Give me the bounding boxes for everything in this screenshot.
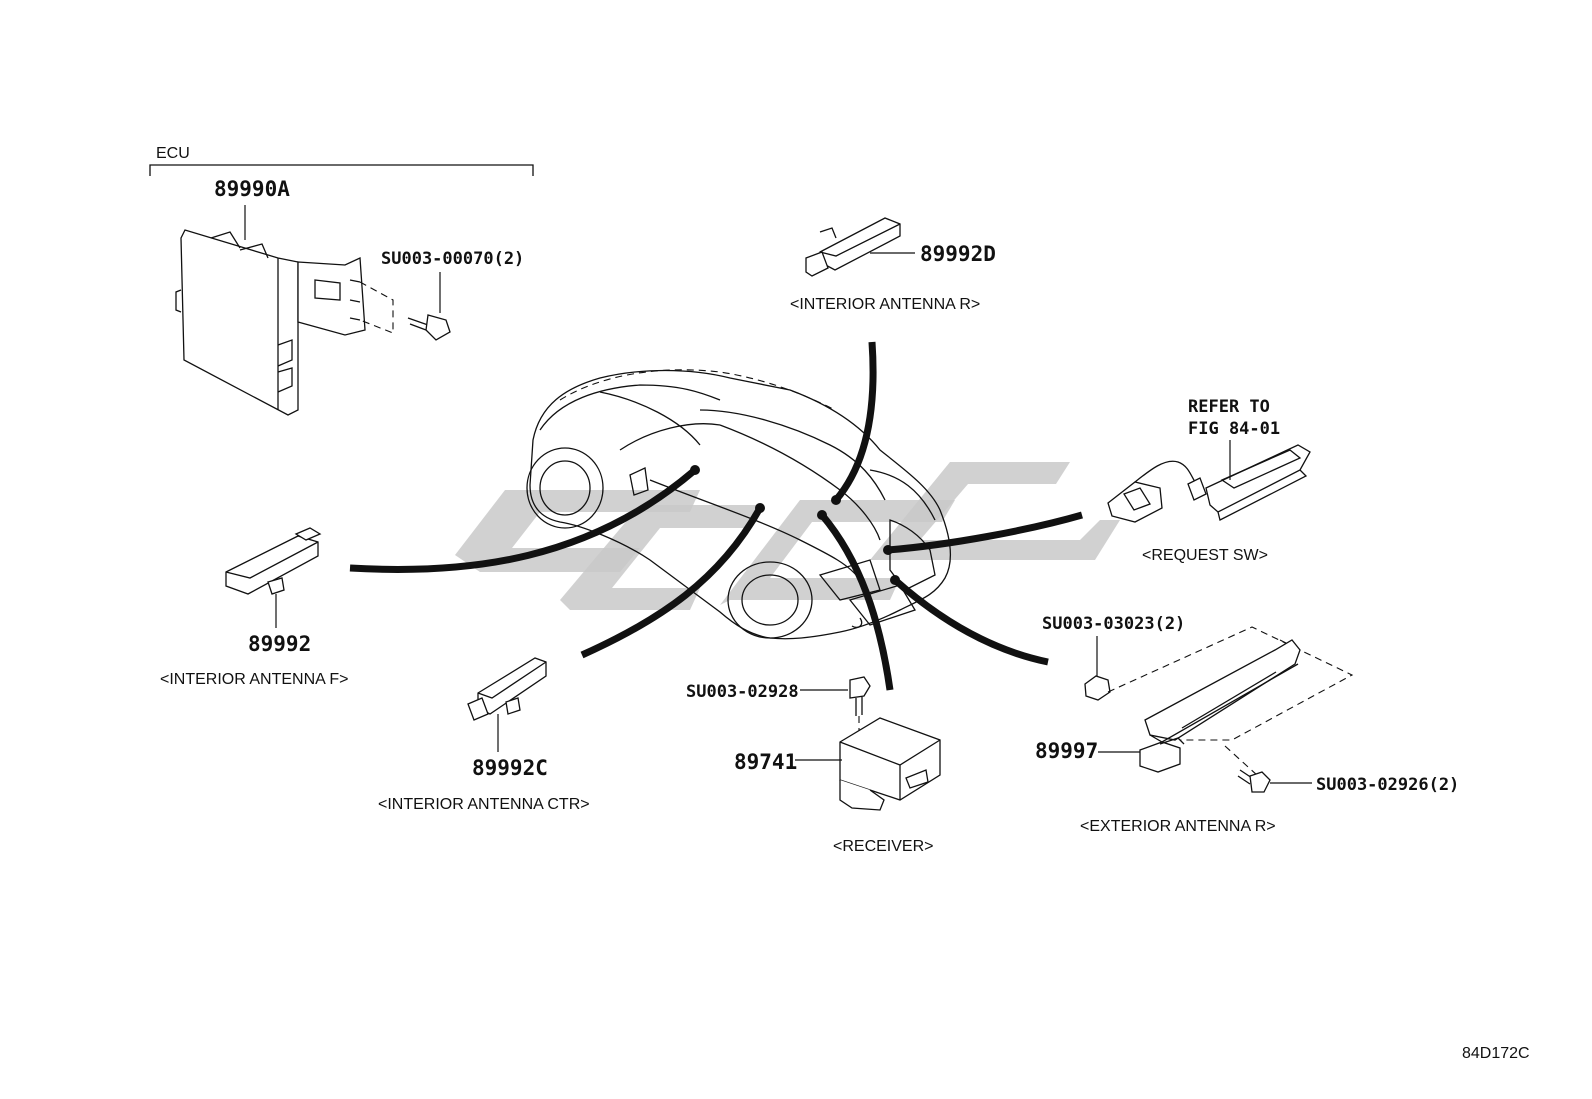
- car-outline: [526, 369, 952, 640]
- ecu-screw: [407, 314, 451, 341]
- antenna-r-part-number: 89992D: [920, 242, 996, 266]
- request-sw-caption: <REQUEST SW>: [1142, 547, 1268, 564]
- figure-code: 84D172C: [1462, 1045, 1530, 1062]
- exterior-antenna-screw-dash: [1224, 745, 1259, 777]
- ecu-group-label: ECU: [156, 145, 190, 162]
- receiver-caption: <RECEIVER>: [833, 838, 933, 855]
- ecu-unit: [175, 229, 366, 416]
- antenna-f-caption: <INTERIOR ANTENNA F>: [160, 671, 348, 688]
- receiver-bolt: [849, 676, 871, 716]
- exterior-antenna-part-number: 89997: [1035, 739, 1098, 763]
- interior-antenna-ctr: [467, 657, 547, 721]
- exterior-antenna-screw-number: SU003-02926(2): [1316, 775, 1459, 795]
- request-sw-unit: [1107, 444, 1311, 523]
- antenna-r-caption: <INTERIOR ANTENNA R>: [790, 296, 980, 313]
- connector-lines: [349, 341, 1083, 691]
- exterior-antenna-nut-number: SU003-03023(2): [1042, 614, 1185, 634]
- interior-antenna-r: [805, 217, 901, 277]
- request-sw-refer-line2: FIG 84-01: [1188, 419, 1280, 439]
- watermark-logo: [455, 462, 1120, 610]
- connector-dots: [690, 465, 900, 585]
- ecu-screw-number: SU003-00070(2): [381, 249, 524, 269]
- exterior-antenna-caption: <EXTERIOR ANTENNA R>: [1080, 818, 1276, 835]
- exterior-antenna-screw: [1237, 769, 1271, 793]
- ecu-bracket: [149, 164, 534, 176]
- ecu-part-number: 89990A: [214, 177, 290, 201]
- exterior-antenna-unit: [1107, 626, 1354, 773]
- exterior-antenna-nut: [1084, 675, 1111, 701]
- antenna-ctr-part-number: 89992C: [472, 756, 548, 780]
- antenna-ctr-caption: <INTERIOR ANTENNA CTR>: [378, 796, 590, 813]
- ecu-screw-dash: [359, 281, 394, 334]
- receiver-unit: [839, 717, 941, 811]
- receiver-bolt-number: SU003-02928: [686, 682, 799, 702]
- antenna-f-part-number: 89992: [248, 632, 311, 656]
- request-sw-refer-line1: REFER TO: [1188, 397, 1270, 417]
- interior-antenna-f: [225, 527, 322, 595]
- receiver-part-number: 89741: [734, 750, 797, 774]
